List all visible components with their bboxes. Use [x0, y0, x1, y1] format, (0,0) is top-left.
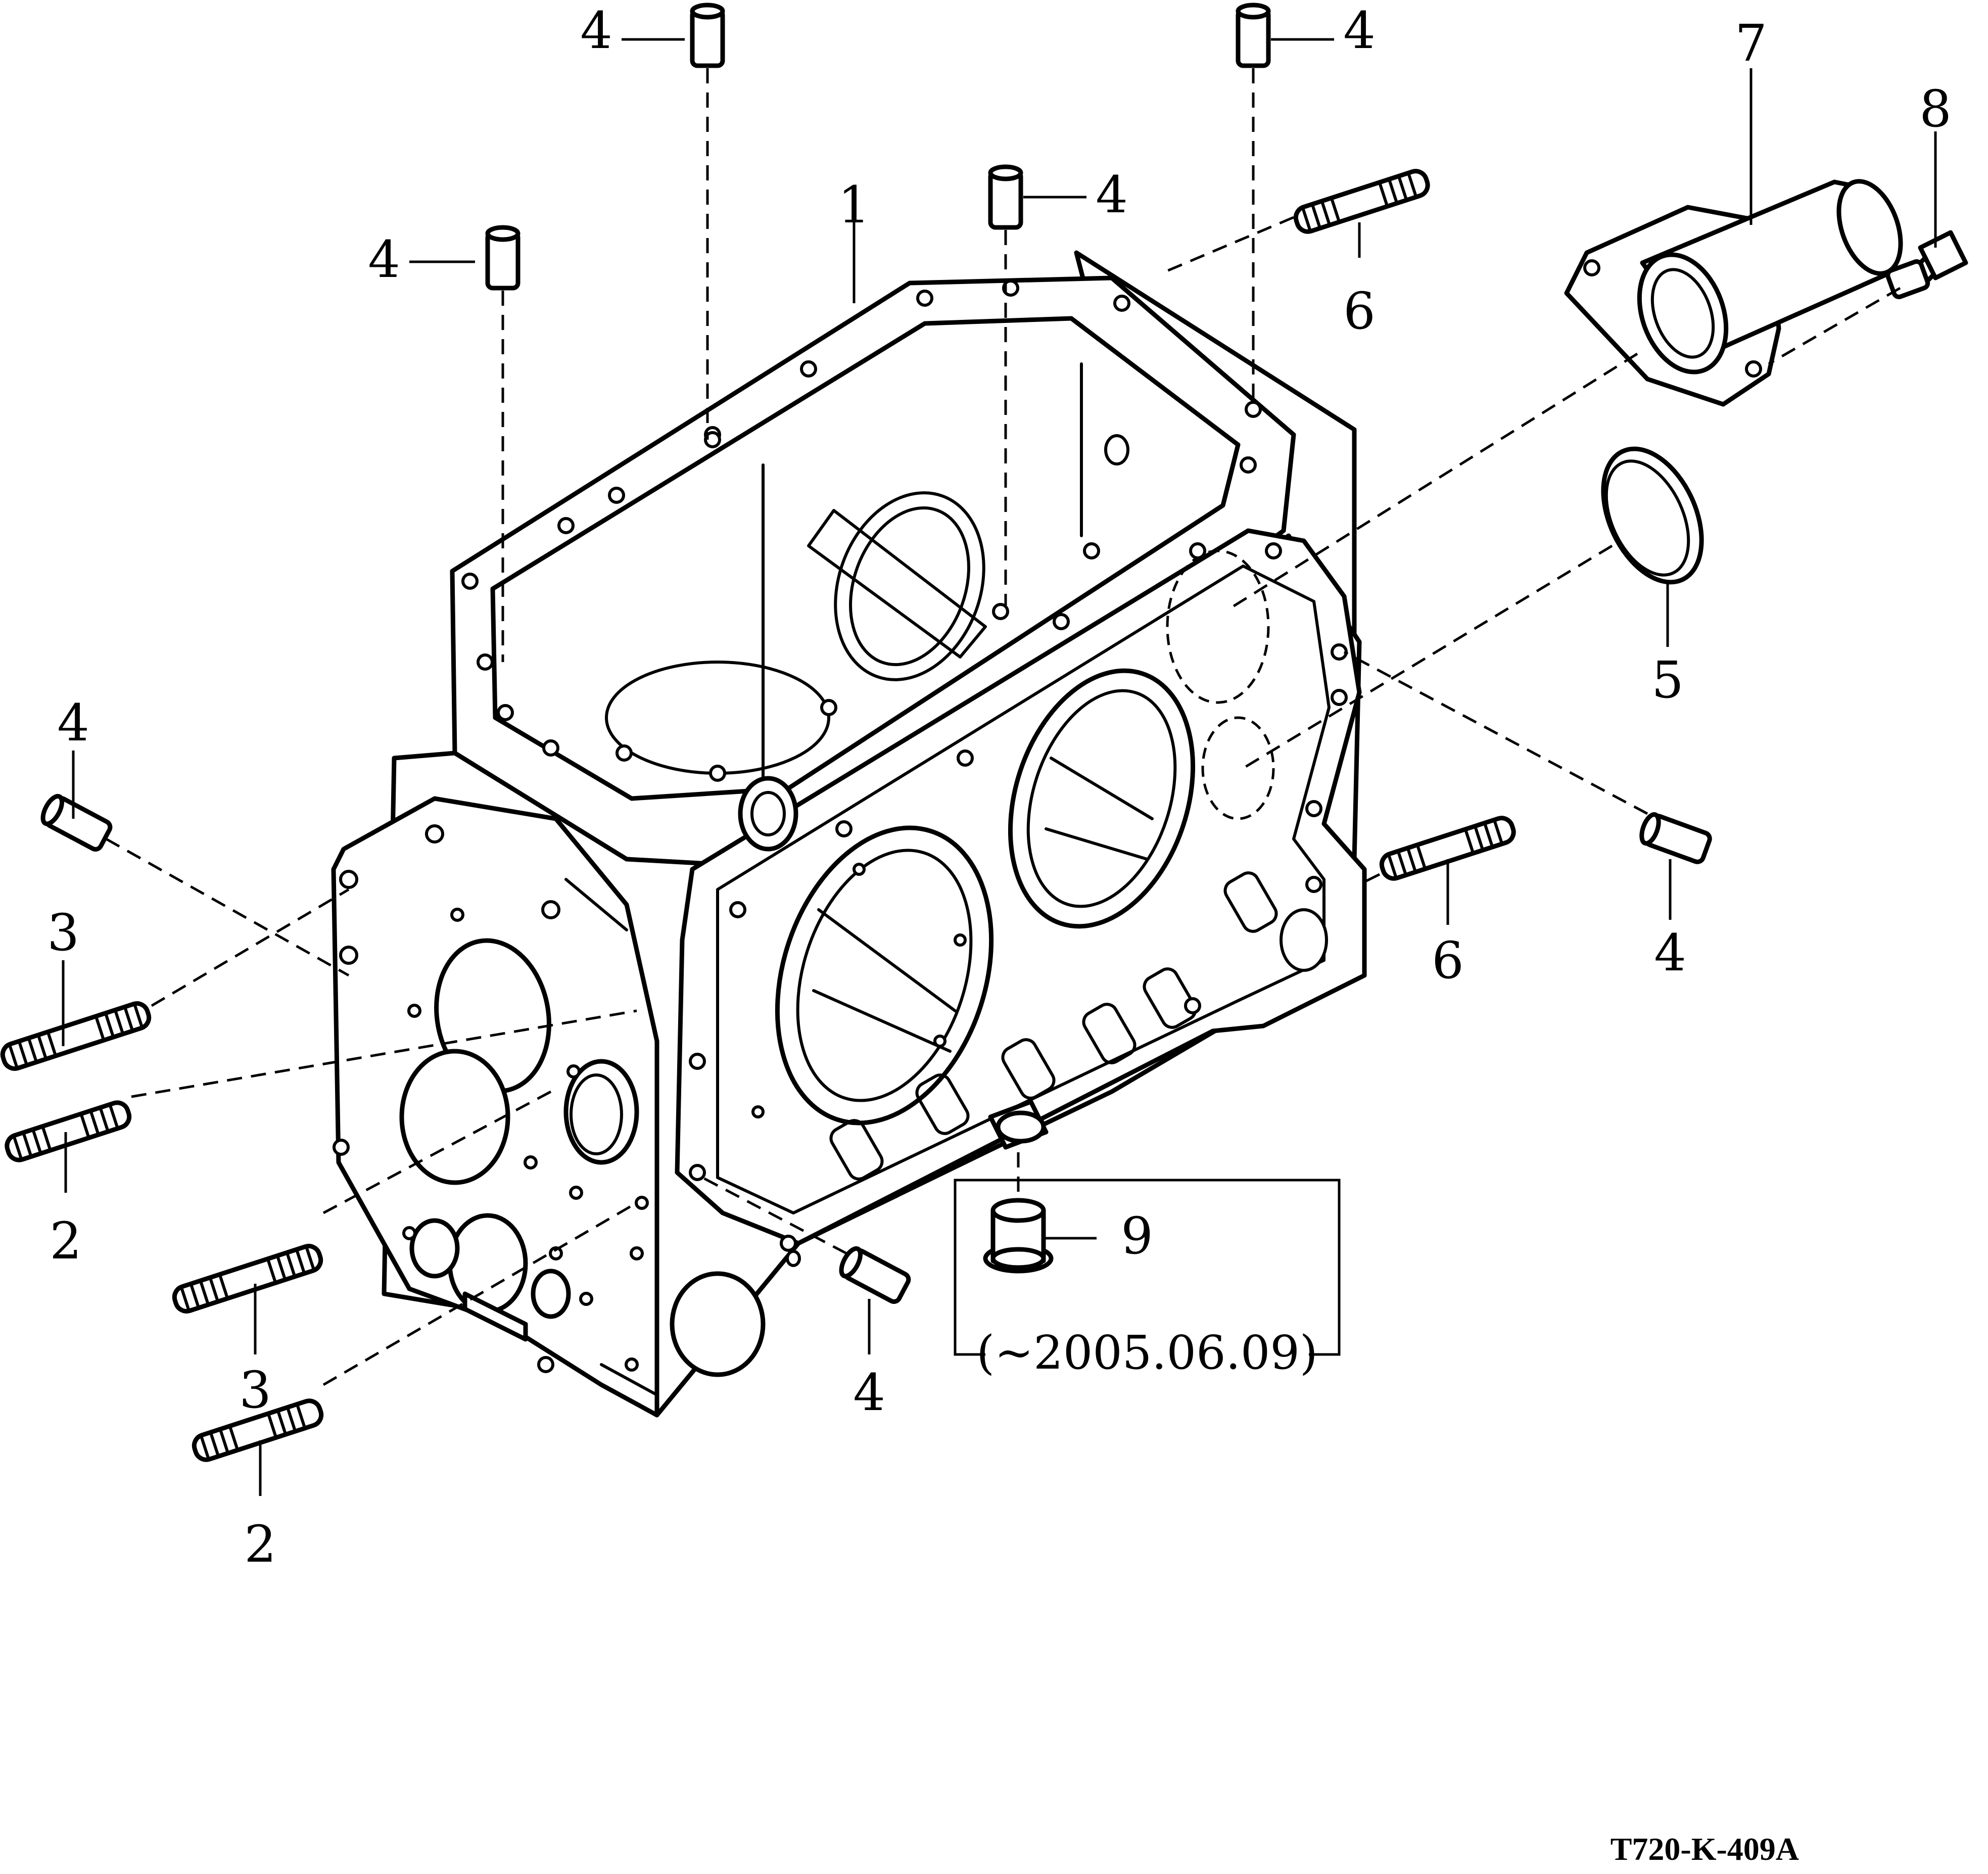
callouts: 4 4 4 4 1 6 7 8 5 4 3 2 6 4 9 4 3 2: [47, 1, 1952, 1574]
stud-bottom-lower: [192, 1398, 324, 1462]
dowel-pins: [40, 3, 1712, 1304]
stud-left-lower: [5, 1100, 132, 1162]
callout-4-b: 4: [1343, 1, 1376, 60]
callout-4-c: 4: [1096, 165, 1128, 224]
callout-5: 5: [1651, 650, 1684, 710]
callout-4-e: 4: [57, 693, 89, 753]
drawing-code: T720-K-409A: [1611, 1831, 1799, 1867]
stud-right-upper: [1293, 169, 1430, 234]
callout-4-d: 4: [368, 230, 400, 289]
filter-assembly: [1564, 179, 1903, 407]
dowel-pin-top-1: [690, 3, 725, 68]
note-box: (~2005.06.09): [954, 1179, 1341, 1380]
callout-4-a: 4: [580, 1, 612, 60]
callout-3-a: 3: [47, 903, 79, 962]
callout-4-g: 4: [853, 1363, 885, 1422]
stud-right-lower: [1379, 816, 1516, 881]
callout-6-b: 6: [1432, 931, 1464, 990]
callout-6-a: 6: [1343, 282, 1376, 341]
transmission-housing: [331, 250, 1367, 1418]
callout-2-b: 2: [244, 1515, 276, 1574]
callout-7: 7: [1735, 14, 1767, 73]
dowel-pin-top-2: [1236, 3, 1271, 68]
stud-left-upper: [0, 1001, 152, 1071]
callout-1: 1: [838, 175, 870, 235]
callout-8: 8: [1919, 79, 1952, 138]
dowel-pin-left: [40, 793, 113, 852]
date-note: (~2005.06.09): [976, 1326, 1318, 1380]
dowel-pin-top-4: [485, 225, 520, 291]
callout-3-b: 3: [239, 1361, 271, 1420]
callout-2-a: 2: [50, 1211, 82, 1271]
dowel-pin-right: [1639, 812, 1712, 864]
stud-bottom-upper: [172, 1244, 323, 1314]
callout-9: 9: [1121, 1206, 1153, 1266]
plug-bolt: [1885, 230, 1968, 299]
dowel-pin-top-3: [988, 164, 1023, 230]
dowel-pin-bottom: [839, 1246, 911, 1304]
o-ring: [1601, 446, 1704, 585]
stud-bolts: [0, 169, 1516, 1462]
bushing: [983, 1198, 1054, 1274]
callout-4-f: 4: [1654, 923, 1686, 982]
